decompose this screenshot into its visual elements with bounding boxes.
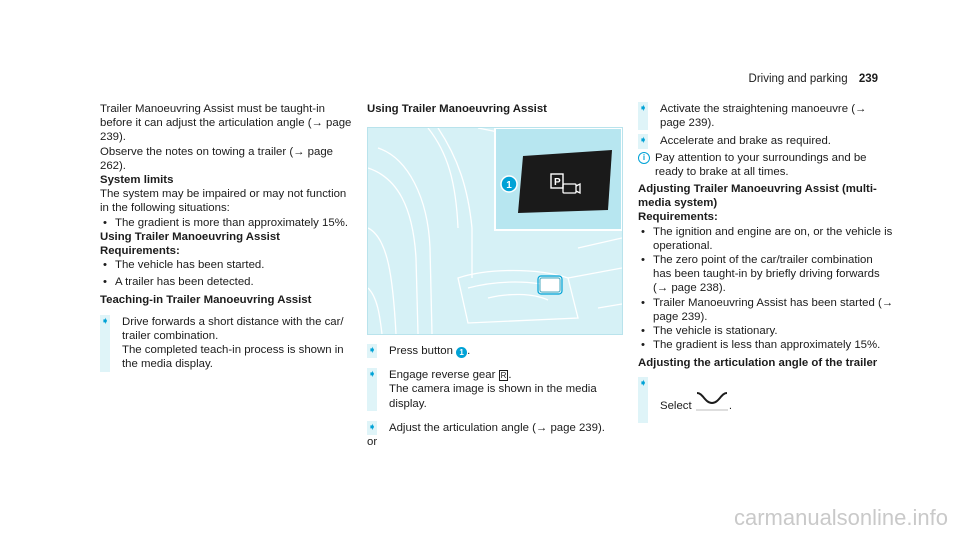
step-text: Engage reverse gear — [389, 369, 496, 382]
safety-note: i Pay attention to your surroundings and… — [638, 151, 894, 179]
column-2-steps: ➧ Press button 1. ➧ Engage reverse gear … — [367, 344, 623, 449]
adjust-heading: Adjusting Trailer Manoeuvring Assist (mu… — [638, 183, 877, 210]
step-bar — [638, 376, 648, 423]
press-button-step: ➧ Press button 1. — [367, 344, 623, 359]
teach-heading: Teaching-in Trailer Manoeuvring Assist — [100, 293, 312, 306]
teach-step-result: The completed teach-in process is shown … — [122, 344, 344, 371]
teach-step-text: Drive forwards a short distance with the… — [122, 315, 344, 343]
intro-paragraph-1: Trailer Manoeuvring Assist must be taugh… — [100, 103, 352, 144]
requirements-heading: Requirements: — [638, 211, 718, 224]
note-text: Pay attention to your surroundings and b… — [655, 151, 867, 178]
step-result: The camera image is shown in the media d… — [389, 383, 597, 410]
section-title: Driving and parking — [748, 73, 848, 85]
teach-step: ➧ Drive forwards a short distance with t… — [100, 314, 352, 372]
step-bar — [638, 134, 648, 149]
step-bar — [100, 314, 110, 372]
figure-callout-number: 1 — [506, 180, 512, 191]
requirement-item: •The ignition and engine are on, or the … — [641, 225, 893, 252]
requirements-heading: Requirements: — [100, 245, 180, 258]
limits-text: The system may be impaired or may not fu… — [100, 188, 347, 215]
figure-callout-badge — [500, 175, 518, 193]
column-1: Trailer Manoeuvring Assist must be taugh… — [100, 102, 352, 372]
intro-paragraph-2: Observe the notes on towing a trailer (→… — [100, 145, 334, 172]
requirement-item: •The vehicle is stationary. — [641, 325, 778, 338]
reverse-gear-key: R — [498, 370, 509, 382]
requirement-item: •A trailer has been detected. — [103, 276, 254, 289]
reverse-gear-step: ➧ Engage reverse gear R. The camera imag… — [367, 368, 623, 411]
requirement-item: •Trailer Manoeuvring Assist has been sta… — [641, 296, 894, 323]
callout-badge: 1 — [456, 347, 468, 358]
column-3: ➧ Activate the straightening manoeuvre (… — [638, 102, 894, 423]
requirement-item: •The vehicle has been started. — [103, 259, 265, 272]
arrow-right-icon: ➧ — [639, 135, 648, 147]
requirement-item: •The gradient is less than approximately… — [641, 339, 881, 352]
arrow-right-icon: ➧ — [368, 421, 377, 433]
using-heading: Using Trailer Manoeuvring Assist — [100, 230, 280, 243]
step-text: Press button — [389, 345, 453, 357]
arrow-right-icon: ➧ — [368, 369, 377, 381]
requirement-item: •The zero point of the car/trailer combi… — [641, 254, 880, 295]
page-number: 239 — [858, 73, 878, 85]
page-header: Driving and parking 239 — [749, 72, 878, 86]
step-text: Activate the straightening manoeuvre (→ … — [660, 103, 867, 130]
step-punct: . — [508, 369, 512, 382]
straighten-curve-icon — [695, 391, 728, 411]
step-bar — [638, 102, 648, 131]
straighten-step: ➧ Activate the straightening manoeuvre (… — [638, 102, 894, 131]
info-icon: i — [638, 151, 650, 164]
angle-heading: Adjusting the articulation angle of the … — [638, 357, 878, 370]
or-label: or — [367, 436, 378, 449]
arrow-right-icon: ➧ — [639, 377, 648, 389]
articulation-step: ➧ Adjust the articulation angle (→ page … — [367, 420, 623, 436]
step-punct: . — [467, 345, 471, 357]
step-punct: . — [728, 399, 733, 412]
trailer-parking-button-icon — [518, 150, 612, 213]
step-bar — [367, 368, 377, 411]
limits-item: •The gradient is more than approximately… — [103, 216, 348, 229]
arrow-right-icon: ➧ — [101, 315, 110, 327]
step-text: Adjust the articulation angle (→ page 23… — [389, 421, 605, 434]
console-illustration: P 1 — [368, 128, 622, 334]
svg-text:P: P — [554, 177, 561, 188]
column-2: Using Trailer Manoeuvring Assist — [367, 102, 623, 116]
step-bar — [367, 420, 377, 436]
center-console-figure: P 1 — [367, 127, 623, 335]
arrow-right-icon: ➧ — [639, 103, 648, 114]
watermark: carmanualsonline.info — [733, 504, 948, 530]
step-text: Select — [660, 399, 692, 412]
step-bar — [367, 344, 377, 359]
accelerate-step: ➧ Accelerate and brake as required. — [638, 134, 894, 149]
step-text: Accelerate and brake as required. — [660, 135, 831, 148]
select-step: ➧ Select . — [638, 376, 894, 423]
limits-heading: System limits — [100, 174, 174, 187]
using-heading-2: Using Trailer Manoeuvring Assist — [367, 103, 547, 115]
arrow-right-icon: ➧ — [368, 345, 377, 356]
